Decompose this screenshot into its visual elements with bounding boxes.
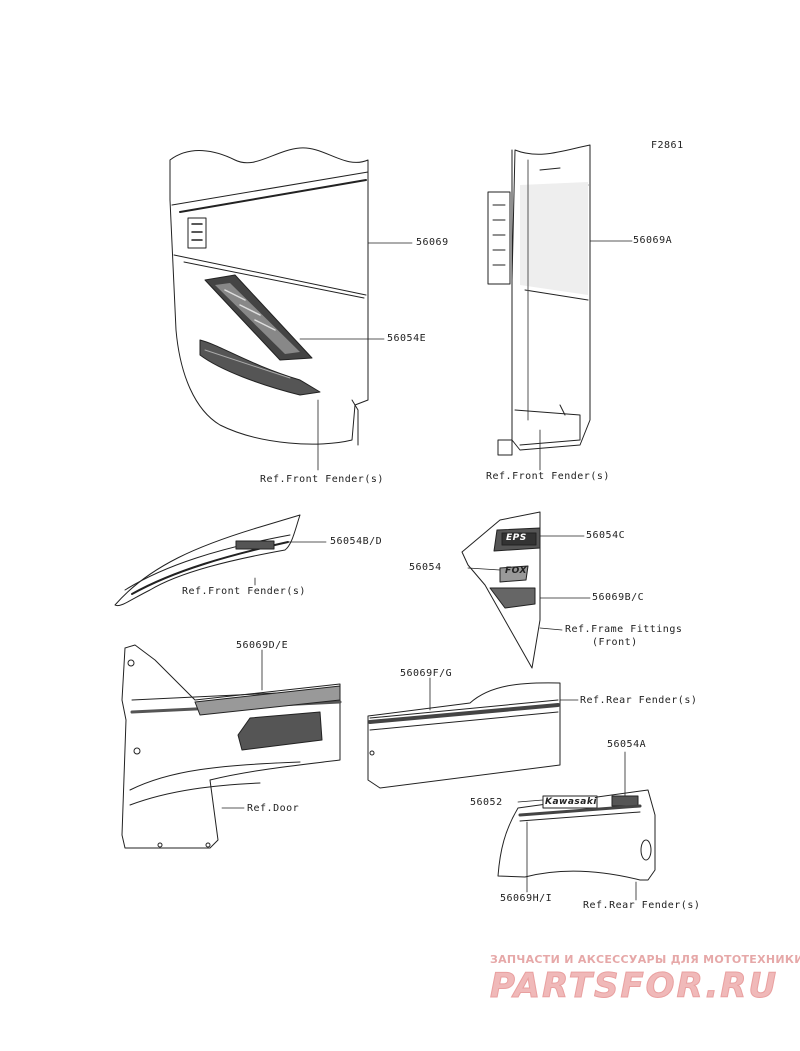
callout-56054: 56054 xyxy=(409,562,442,573)
callout-56052: 56052 xyxy=(470,797,503,808)
krx-decal xyxy=(204,274,313,361)
callout-ref-door: Ref.Door xyxy=(247,803,300,814)
door-panel xyxy=(121,644,342,849)
front-fender-panel-left xyxy=(169,147,369,446)
watermark-logo: PARTSFOR.RU xyxy=(489,966,779,1007)
callout-ref-frame-fittings-sub: (Front) xyxy=(592,637,638,648)
fender-strip-56054BD xyxy=(114,514,301,607)
leader-lines xyxy=(221,240,637,901)
watermark-tagline: ЗАПЧАСТИ И АКСЕССУАРЫ ДЛЯ МОТОТЕХНИКИ xyxy=(490,953,800,966)
callout-56069FG: 56069F/G xyxy=(400,668,453,679)
callout-ref-rear-fender-2: Ref.Rear Fender(s) xyxy=(583,900,701,911)
figure-code: F2861 xyxy=(651,140,684,151)
callout-ref-rear-fender-1: Ref.Rear Fender(s) xyxy=(580,695,698,706)
frame-fitting-cover xyxy=(461,511,541,669)
front-fender-panel-right xyxy=(487,144,591,456)
callout-56054A: 56054A xyxy=(607,739,647,750)
callout-56069BC: 56069B/C xyxy=(592,592,645,603)
rear-fender xyxy=(497,789,656,881)
callout-ref-frame-fittings: Ref.Frame Fittings xyxy=(565,624,683,635)
rear-fender-strip xyxy=(367,682,561,789)
eps-decal-text: EPS xyxy=(506,533,527,543)
callout-56054BD: 56054B/D xyxy=(330,536,383,547)
callout-56069HI: 56069H/I xyxy=(500,893,553,904)
callout-ref-front-fender-3: Ref.Front Fender(s) xyxy=(182,586,306,597)
callout-56069: 56069 xyxy=(416,237,449,248)
callout-56069A: 56069A xyxy=(633,235,673,246)
callout-56054C: 56054C xyxy=(586,530,626,541)
callout-ref-front-fender-1: Ref.Front Fender(s) xyxy=(260,474,384,485)
callout-56054E: 56054E xyxy=(387,333,427,344)
kawasaki-decal-text: Kawasaki xyxy=(545,797,597,807)
callout-56069DE: 56069D/E xyxy=(236,640,289,651)
fox-decal-text: FOX xyxy=(505,566,527,576)
callout-ref-front-fender-2: Ref.Front Fender(s) xyxy=(486,471,610,482)
